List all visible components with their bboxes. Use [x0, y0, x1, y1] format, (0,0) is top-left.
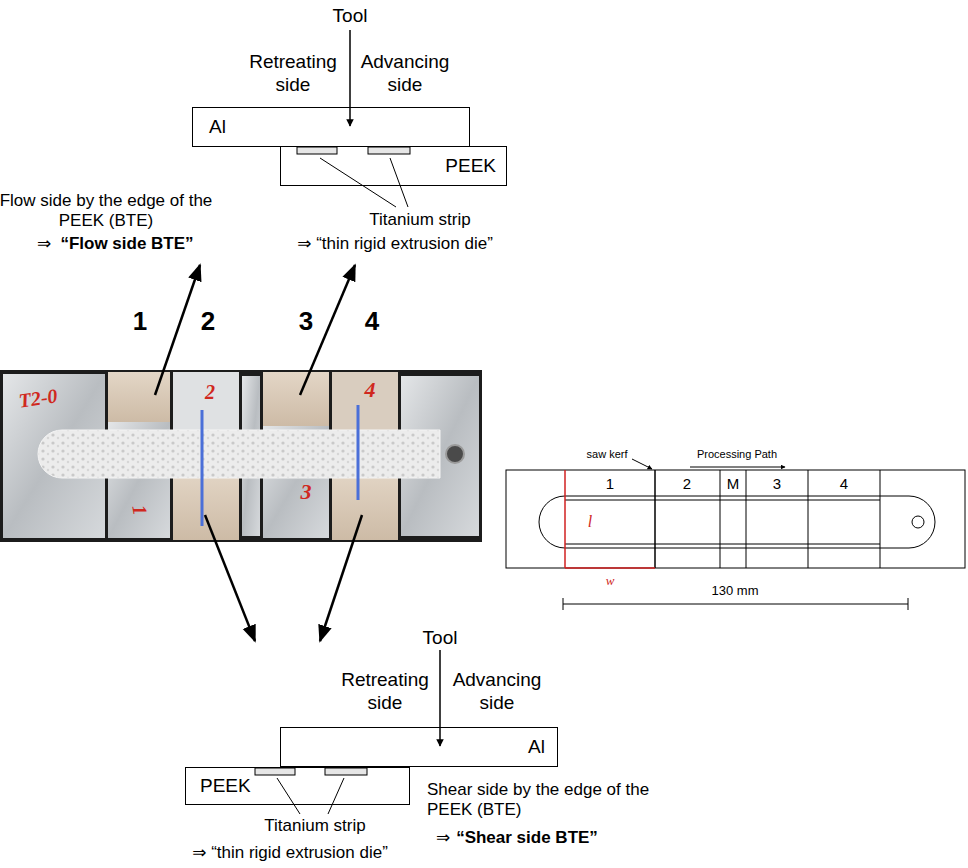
section-number: 4: [840, 475, 848, 493]
titanium-strip: [255, 768, 295, 775]
titanium-strip: [368, 147, 410, 154]
peek-plate: PEEK: [280, 146, 507, 186]
term-label: ⇒ “thin rigid extrusion die”: [192, 843, 388, 863]
annotation: saw kerf: [587, 448, 628, 461]
tool-arrow: [349, 30, 351, 126]
side-label: Advancing side: [447, 669, 547, 715]
callout-number: 2: [201, 306, 215, 337]
part-label: Titanium strip: [369, 210, 470, 230]
handwritten-mark: 2: [205, 380, 215, 404]
part-label: Titanium strip: [264, 816, 365, 836]
side-label: Advancing side: [355, 51, 455, 97]
box-label: PEEK: [445, 156, 496, 177]
term-label: “Flow side BTE”: [60, 234, 193, 254]
section-number: 1: [606, 475, 614, 493]
leader-line: [390, 158, 408, 207]
dimension-symbol: w: [606, 573, 615, 589]
leader-line: [328, 778, 344, 814]
annotation: Processing Path: [697, 448, 777, 461]
bottom-schematic: [255, 650, 440, 814]
cut-line: [357, 405, 360, 500]
side-note: Flow side by the edge of the PEEK (BTE): [0, 191, 213, 232]
peek-plate: PEEK: [185, 767, 410, 805]
section-number: M: [727, 475, 740, 493]
aluminium-plate: Al: [192, 107, 470, 147]
callout-number: 3: [299, 306, 313, 337]
box-label: PEEK: [200, 776, 251, 797]
side-note: Shear side by the edge of the PEEK (BTE): [427, 780, 653, 821]
section-number: 3: [773, 475, 781, 493]
cut-plan: [506, 459, 965, 610]
leader-line: [277, 778, 300, 814]
titanium-strip: [325, 768, 367, 775]
handwritten-mark: 3: [301, 479, 312, 505]
term-label: ⇒ “thin rigid extrusion die”: [297, 234, 493, 254]
implies-arrow: ⇒: [37, 234, 51, 254]
specimen-photo: [0, 370, 482, 542]
callout-number: 4: [365, 306, 379, 337]
implies-arrow: ⇒: [436, 828, 450, 848]
box-label: Al: [528, 737, 545, 758]
aluminium-plate: Al: [280, 727, 558, 767]
titanium-strip: [297, 147, 337, 154]
box-label: Al: [209, 117, 226, 138]
side-label: Retreating side: [243, 51, 343, 97]
dimension-label: 130 mm: [712, 583, 759, 599]
leader-line: [320, 158, 396, 207]
tool-label: Tool: [423, 627, 458, 650]
callout-number: 1: [133, 306, 147, 337]
side-label: Retreating side: [335, 669, 435, 715]
tool-label: Tool: [333, 5, 368, 28]
handwritten-mark: 4: [365, 377, 376, 403]
dimension-symbol: l: [588, 512, 592, 531]
term-label: “Shear side BTE”: [456, 828, 598, 848]
cut-line: [201, 410, 204, 526]
tool-arrow: [439, 650, 441, 746]
pointer-arrows: [155, 265, 362, 641]
section-number: 2: [683, 475, 691, 493]
